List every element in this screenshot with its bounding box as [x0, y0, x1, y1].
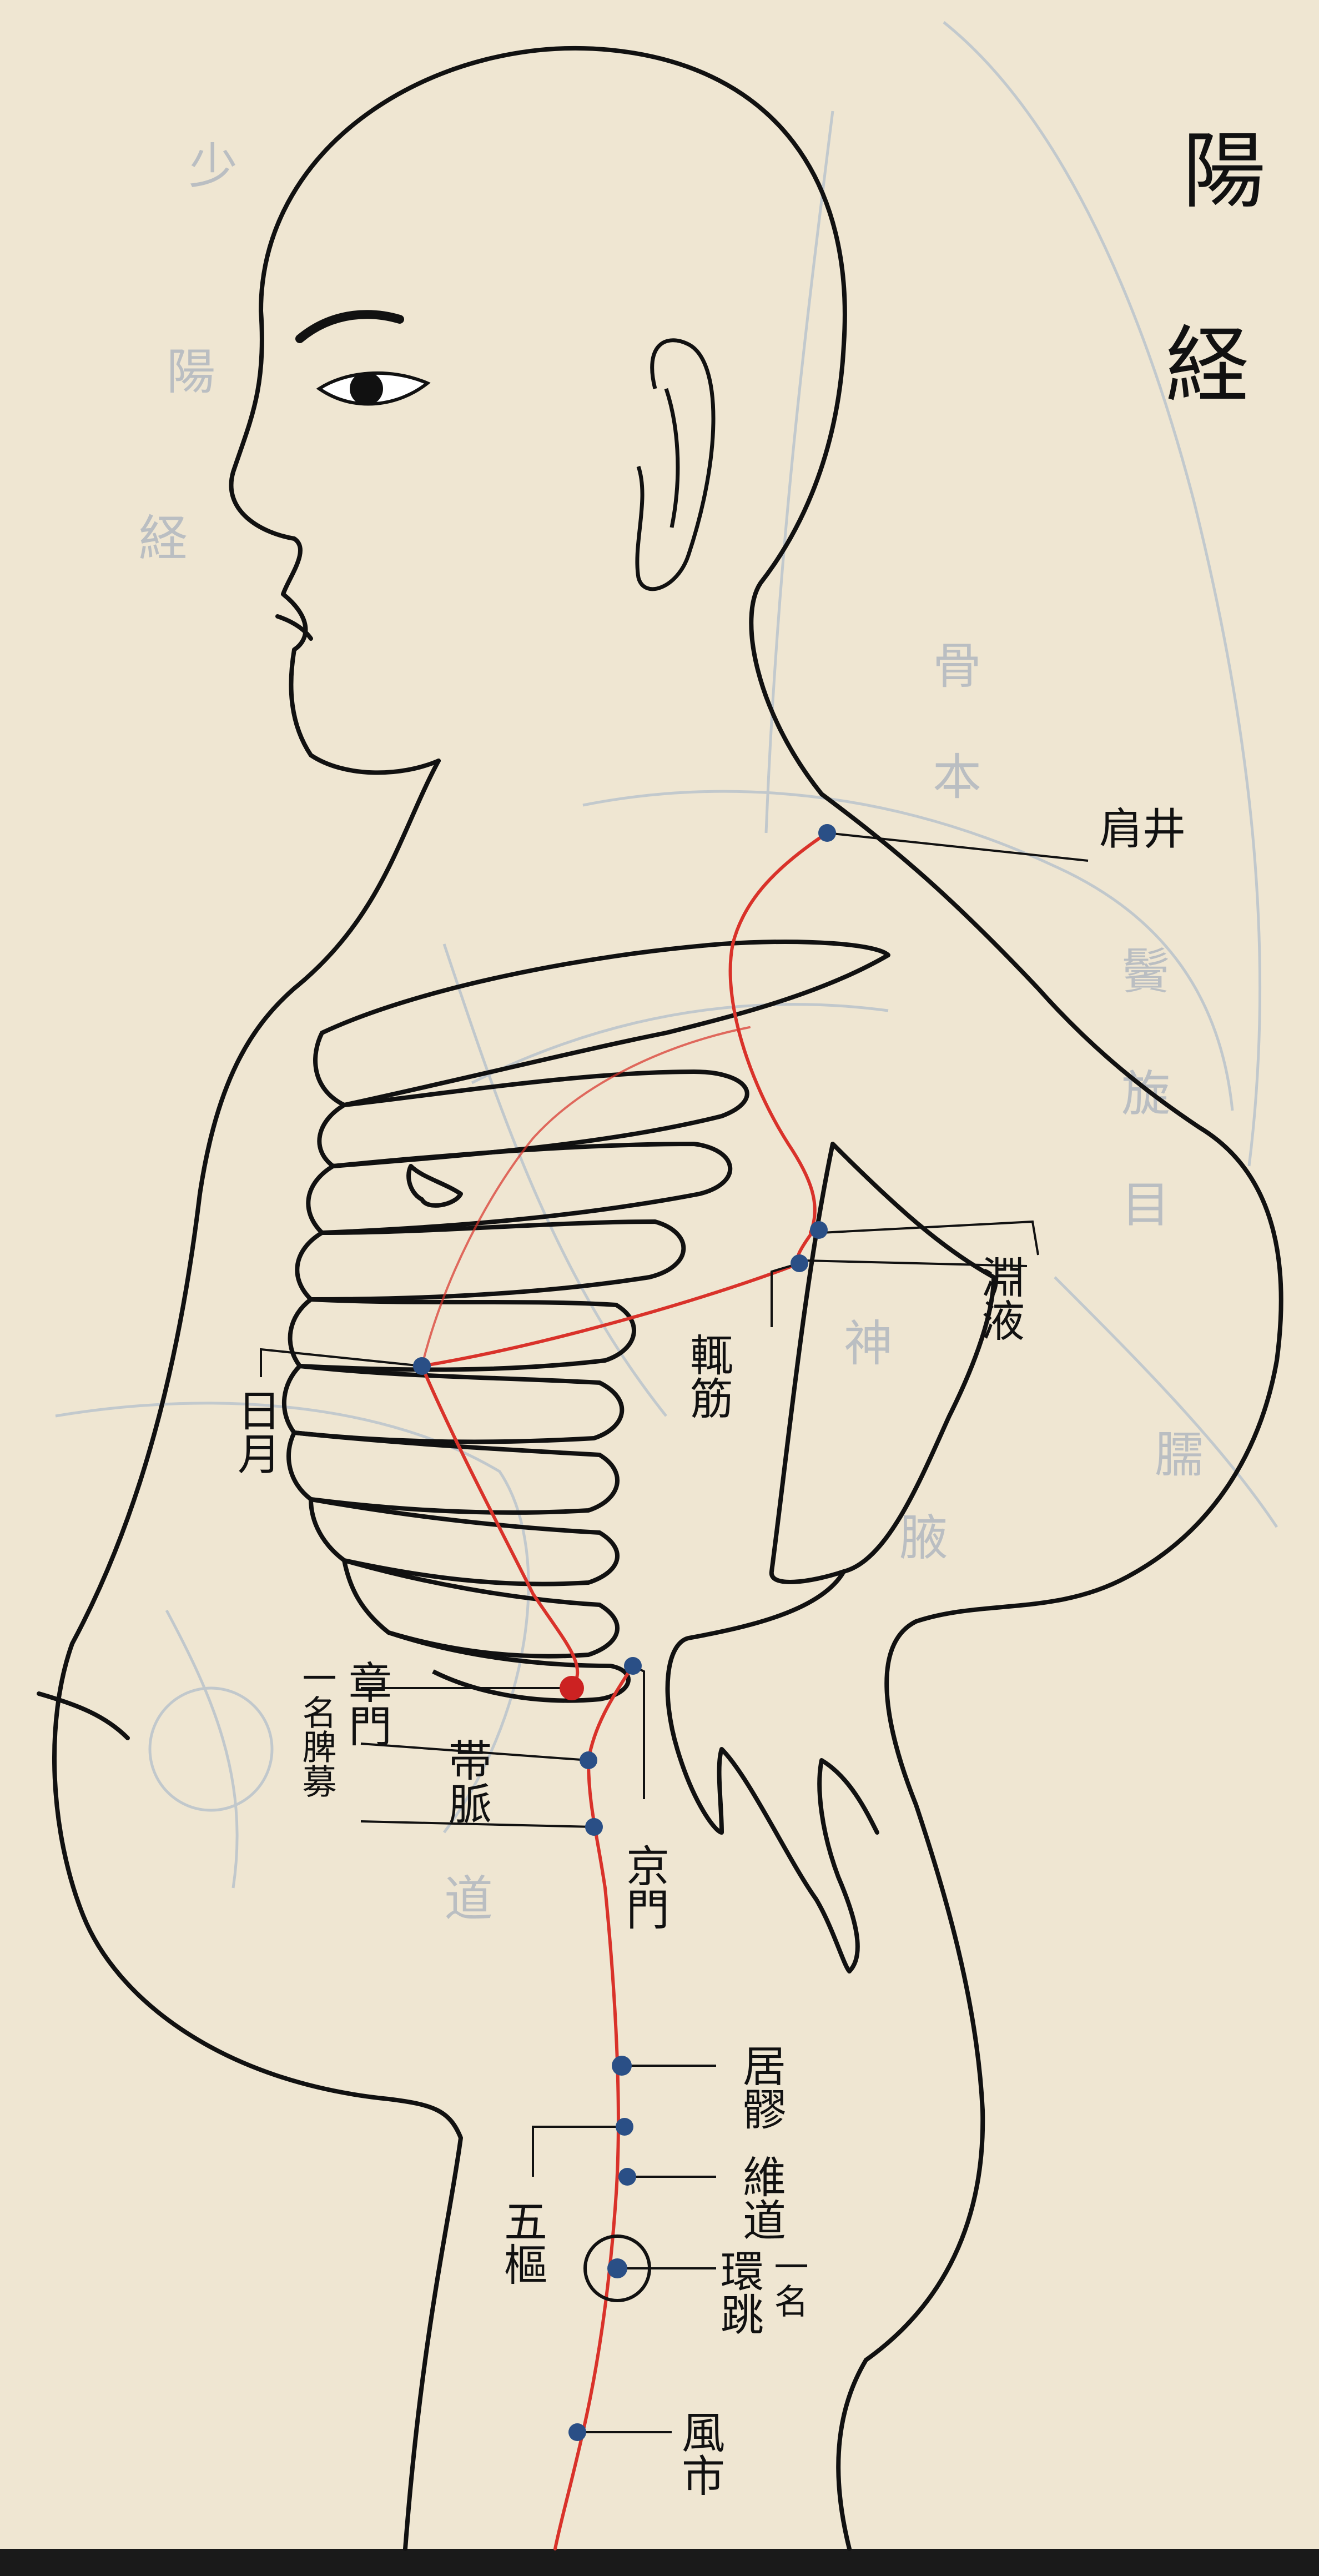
page-edge [0, 2549, 1319, 2576]
note-huantiao: 一名 [768, 2249, 809, 2318]
svg-text:腋: 腋 [899, 1509, 948, 1566]
label-fengshi: 風市 [674, 2410, 724, 2497]
label-weidao: 維道 [736, 2155, 786, 2241]
svg-text:臑: 臑 [1155, 1426, 1204, 1483]
title-char-2: 経 [1166, 318, 1249, 414]
point-huantiao [607, 2258, 627, 2278]
svg-text:目: 目 [1121, 1176, 1170, 1233]
label-jingmen: 京門 [619, 1844, 669, 1930]
svg-text:本: 本 [933, 749, 981, 806]
point-juliao [612, 2056, 632, 2076]
point-daimai [580, 1751, 597, 1769]
svg-text:道: 道 [444, 1870, 493, 1927]
svg-text:骨: 骨 [933, 637, 981, 695]
label-riyue: 日月 [230, 1388, 280, 1475]
label-daimai: 帯脈 [441, 1738, 491, 1825]
point-zhangmen [560, 1676, 584, 1700]
point-jianjing [818, 824, 836, 842]
label-juliao: 居髎 [736, 2043, 786, 2130]
label-jianjing: 肩井 [1099, 805, 1186, 855]
label-yuanye: 淵液 [974, 1255, 1024, 1342]
label-zhejin: 輒筋 [683, 1333, 733, 1419]
point-yuanye [810, 1221, 828, 1239]
label-wushu: 五樞 [497, 2199, 547, 2286]
point-wushu [616, 2118, 633, 2136]
svg-text:神: 神 [844, 1315, 893, 1372]
point-jingmen [585, 1818, 603, 1836]
point-weidao [618, 2168, 636, 2186]
svg-text:陽: 陽 [167, 343, 215, 400]
note-zhangmen: 一名脾募 [296, 1660, 337, 1798]
label-huantiao: 環跳 [713, 2249, 763, 2336]
label-zhangmen: 章門 [341, 1660, 391, 1747]
point-zhangmen-b [624, 1657, 642, 1675]
point-zhejin [791, 1254, 808, 1272]
svg-text:鬢: 鬢 [1121, 943, 1170, 1000]
svg-text:経: 経 [139, 510, 188, 567]
title-char-1: 陽 [1182, 123, 1266, 220]
svg-text:少: 少 [189, 138, 238, 195]
point-riyue [413, 1357, 431, 1375]
point-fengshi [568, 2423, 586, 2441]
